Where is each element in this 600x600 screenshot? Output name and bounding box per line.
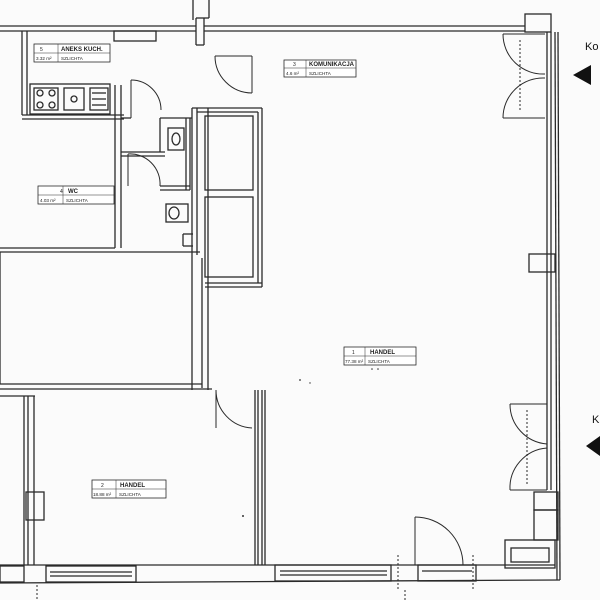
room-finish: SZLICHTA: [368, 359, 391, 364]
marker-bottom: K: [586, 414, 600, 456]
marker-top-label: Ko: [585, 41, 598, 53]
room-name: KOMUNIKACJA: [309, 62, 355, 68]
scan-specks: [242, 368, 379, 517]
room-finish: SZLICHTA: [61, 56, 84, 61]
room-label-wc: 4 WC 4.03 m² SZLICHTA: [37, 185, 115, 205]
room-area: 3.32 m²: [36, 56, 52, 61]
room-number: 3: [293, 62, 296, 68]
room-name: HANDEL: [120, 483, 145, 489]
room-area: 18.88 m²: [93, 492, 112, 497]
door-wc-upper-swing: [130, 79, 162, 111]
door-right-top-lower: [502, 77, 546, 119]
marker-top-arrow-icon: [573, 65, 591, 85]
door-handel2-swing: [215, 389, 253, 429]
marker-bottom-label: K: [592, 414, 600, 426]
room-finish: SZLICHTA: [66, 198, 89, 203]
room-number: 4: [60, 189, 63, 195]
room-number: 2: [101, 483, 104, 489]
room-label-handel-2: 2 HANDEL 18.88 m² SZLICHTA: [91, 479, 167, 499]
room-number: 5: [40, 47, 43, 53]
marker-top: Ko: [573, 41, 598, 85]
marker-bottom-arrow-icon: [586, 436, 600, 456]
room-label-aneks: 5 ANEKS KUCH. 3.32 m² SZLICHTA: [33, 43, 111, 63]
room-area: 4.03 m²: [40, 198, 56, 203]
room-name: ANEKS KUCH.: [61, 47, 103, 53]
room-finish: SZLICHTA: [309, 71, 332, 76]
room-finish: SZLICHTA: [119, 492, 142, 497]
room-label-komunikacja: 3 KOMUNIKACJA 4.6 m² SZLICHTA: [283, 59, 357, 78]
door-bottom-swing: [414, 516, 464, 566]
room-name: HANDEL: [370, 350, 395, 356]
door-right-top-upper: [502, 33, 546, 75]
doors: [36, 33, 548, 600]
room-name: WC: [68, 189, 79, 195]
door-right-bottom-upper: [509, 403, 548, 445]
walls: [0, 0, 561, 584]
door-right-bottom-lower: [509, 447, 548, 491]
room-number: 1: [352, 350, 355, 356]
room-area: 77.38 m²: [345, 359, 364, 364]
door-wc-lower-swing: [127, 153, 161, 187]
room-area: 4.6 m²: [286, 71, 299, 76]
room-label-handel-1: 1 HANDEL 77.38 m² SZLICHTA: [343, 346, 417, 366]
door-komunikacja-swing: [214, 55, 253, 94]
